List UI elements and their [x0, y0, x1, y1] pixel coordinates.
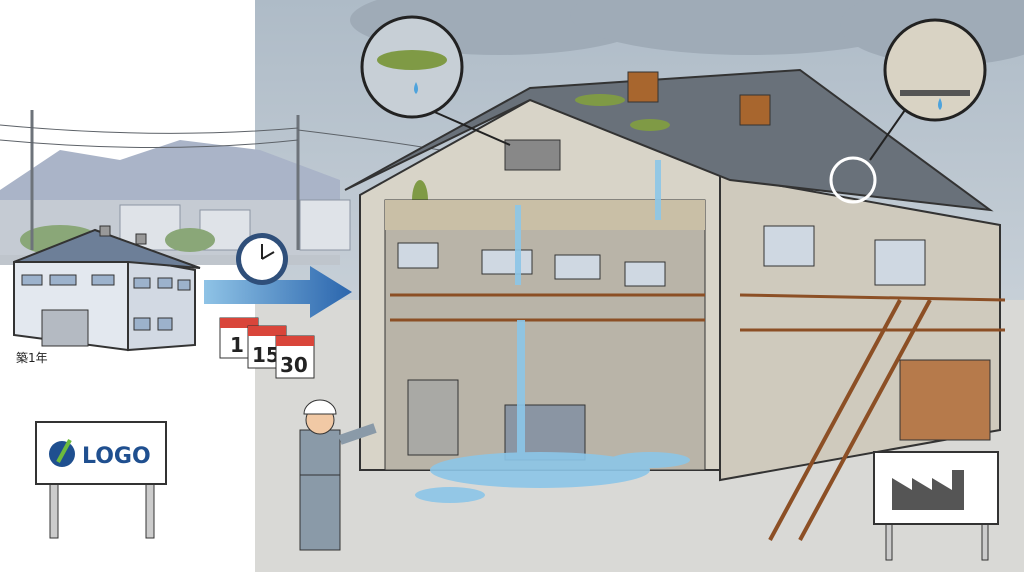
new-factory-building: [13, 225, 201, 352]
calendar-day: 30: [280, 353, 308, 377]
logo-signboard: LOGO: [35, 421, 167, 539]
rusty-stairs: [768, 299, 932, 541]
logo-text: LOGO: [82, 444, 151, 469]
time-arrow: [204, 266, 352, 318]
clock-icon: [236, 233, 288, 285]
roof-vent: [627, 71, 659, 103]
deteriorated-factory: [344, 68, 1006, 541]
water-leaks: [415, 160, 690, 503]
roof-leak-callout-right: [829, 18, 987, 204]
calendar-day: 15: [252, 343, 280, 367]
building-age-label: 築1年: [16, 350, 48, 365]
rusty-walkway: [390, 293, 1006, 332]
calendar-day-30: 30: [275, 335, 315, 379]
rusty-tanks: [899, 359, 991, 441]
factory-icon: [892, 470, 964, 510]
roof-vent: [739, 94, 771, 126]
roof-leak-callout-left: [360, 15, 511, 146]
calendar-day: 1: [230, 333, 244, 357]
roof: [344, 68, 994, 212]
factory-sign: [873, 451, 999, 561]
worried-worker: [299, 399, 377, 551]
gable-louver: [504, 139, 561, 171]
interior-door: [407, 379, 459, 456]
calendar-icons: 1 15 30: [219, 317, 315, 379]
